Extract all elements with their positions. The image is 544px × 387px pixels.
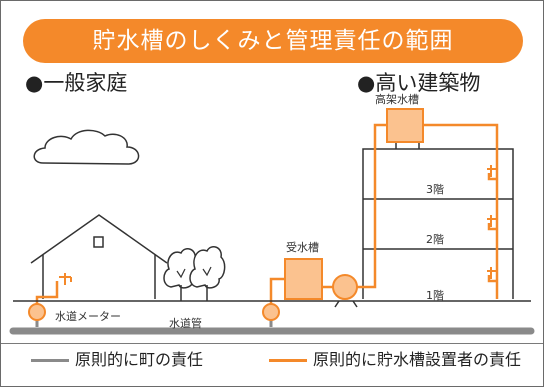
section-heading-house: ●一般家庭 [25,71,128,95]
responsibility-pipes [35,123,499,305]
water-meter-house [28,303,46,321]
building [362,142,514,299]
legend-item-town: 原則的に町の責任 [31,348,203,372]
label-floor3: 3階 [426,182,444,196]
label-floor1: 1階 [426,288,444,302]
elevated-tank [386,108,424,143]
cloud [33,129,140,165]
label-water-main: 水道管 [169,316,202,330]
label-receiving-tank: 受水槽 [286,241,319,254]
section-heading-building: ●高い建築物 [357,71,481,95]
faucet-icons [59,165,498,285]
orange-line-swatch [269,359,307,362]
legend-label-owner: 原則的に貯水槽設置者の責任 [313,350,522,369]
pump [332,274,358,300]
title-banner: 貯水槽のしくみと管理責任の範囲 [23,19,523,63]
legend-label-town: 原則的に町の責任 [75,350,204,369]
water-meter-building [262,303,280,321]
label-floor2: 2階 [426,232,444,246]
label-water-meter: 水道メーター [55,309,121,323]
house [30,214,168,299]
receiving-tank [284,258,323,300]
pump-stand [334,300,358,308]
trees [163,246,226,301]
label-elevated-tank: 高架水槽 [375,92,419,106]
legend-divider [1,343,543,344]
gray-line-swatch [31,359,69,362]
legend-item-owner: 原則的に貯水槽設置者の責任 [269,348,521,372]
